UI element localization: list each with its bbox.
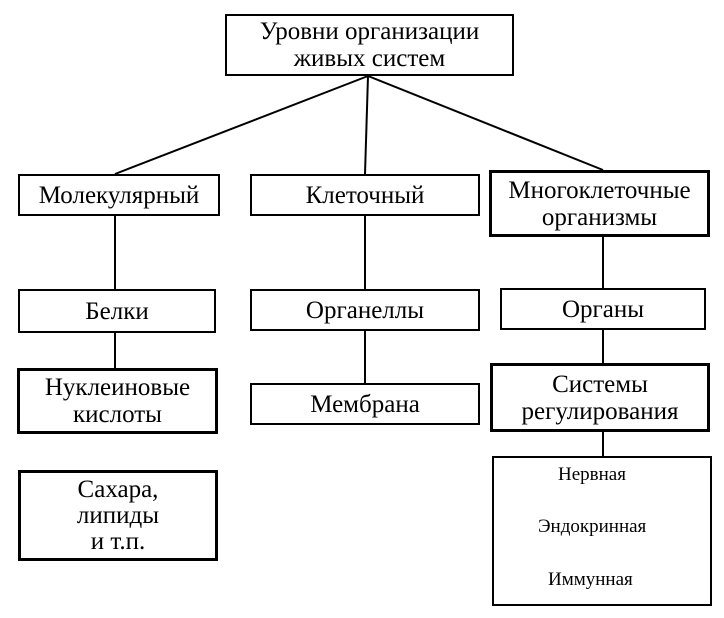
level-cellular-box: Клеточный — [250, 174, 480, 216]
connector-root-multicellular — [367, 75, 604, 171]
subsystem-nervous: Нервная — [556, 464, 628, 485]
connector-root-cellular — [364, 75, 369, 175]
subsystem-endocrine: Эндокринная — [536, 516, 649, 537]
connector-root-molecular — [114, 75, 369, 175]
item-regulation-systems-box: Системы регулирования — [490, 363, 710, 432]
item-nucleic-acids-box: Нуклеиновые кислоты — [17, 368, 218, 434]
item-organelles-box: Органеллы — [250, 289, 480, 331]
item-proteins-box: Белки — [18, 289, 216, 333]
root-box: Уровни организации живых систем — [225, 14, 514, 76]
item-membrane-box: Мембрана — [250, 383, 480, 425]
item-sugars-lipids-box: Сахара, липиды и т.п. — [18, 470, 218, 561]
item-organs-box: Органы — [500, 288, 706, 330]
level-multicellular-box: Многоклеточные организмы — [489, 170, 710, 237]
subsystem-immune: Иммунная — [546, 569, 635, 590]
level-molecular-box: Молекулярный — [18, 174, 220, 216]
